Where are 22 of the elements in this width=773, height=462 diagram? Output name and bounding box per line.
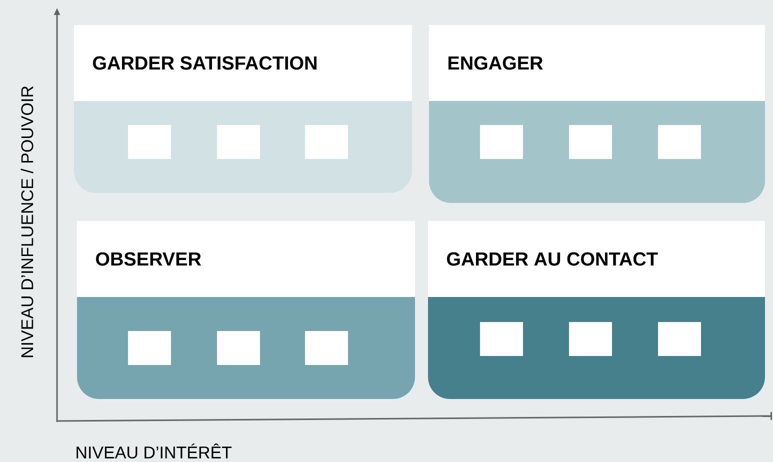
placeholder-box <box>128 331 171 365</box>
placeholder-box <box>569 322 612 356</box>
placeholder-box <box>569 125 612 159</box>
placeholder-box <box>305 331 348 365</box>
placeholder-box <box>480 125 523 159</box>
quadrant-card: ENGAGER <box>429 25 765 203</box>
placeholder-box <box>305 125 348 159</box>
placeholder-box <box>658 322 701 356</box>
quadrant-card: GARDER AU CONTACT <box>428 221 765 399</box>
node-label: OBSERVER <box>96 252 202 266</box>
quadrant-card: GARDER SATISFACTION <box>74 25 412 193</box>
placeholder-box <box>658 125 701 159</box>
quadrant-card: OBSERVER <box>77 221 415 399</box>
placeholder-box <box>217 125 260 159</box>
axis-label: NIVEAU D’INTÉRÊT <box>76 443 232 458</box>
placeholder-box <box>480 322 523 356</box>
node-label: ENGAGER <box>448 56 543 70</box>
node-label: GARDER AU CONTACT <box>446 252 658 266</box>
node-label: GARDER SATISFACTION <box>92 56 316 70</box>
placeholder-box <box>128 125 171 159</box>
axis-label: NIVEAU D’INFLUENCE / POUVOIR <box>20 86 34 358</box>
placeholder-box <box>217 331 260 365</box>
